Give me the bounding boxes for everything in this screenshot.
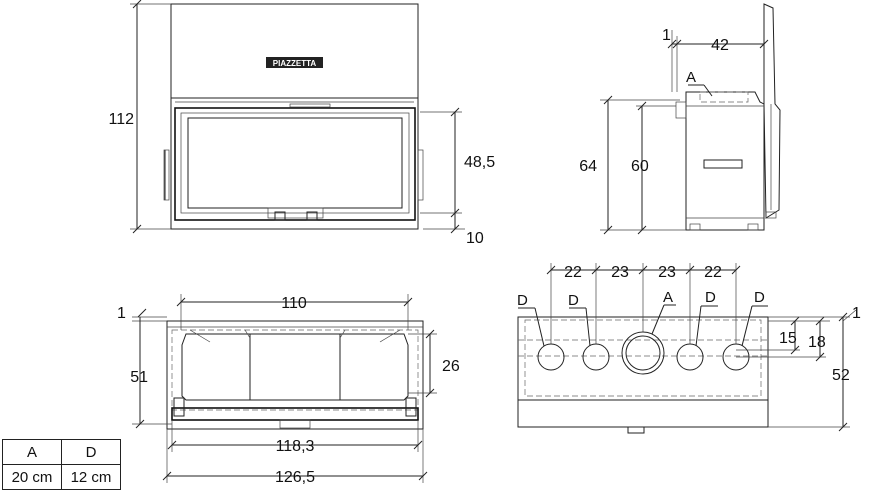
hole-d-3: [676, 343, 704, 371]
dim-side-height-inner: 60: [631, 158, 649, 175]
back-label-d-3: D: [705, 289, 716, 306]
dim-side-gap: 1: [662, 27, 671, 44]
legend-header-d: D: [61, 439, 121, 465]
dim-back-spacing-2: 23: [611, 264, 629, 281]
logo-plate: [266, 57, 323, 68]
dim-front-height: 112: [108, 111, 134, 128]
dim-top-gap: 1: [117, 305, 126, 322]
hole-d-2: [582, 343, 610, 371]
back-label-d-4: D: [754, 289, 765, 306]
dim-side-depth: 42: [711, 37, 729, 54]
legend-value-a: 20 cm: [2, 464, 62, 490]
dim-front-bottom: 10: [466, 230, 484, 247]
dim-top-depth: 51: [130, 369, 148, 386]
dim-top-width-total: 126,5: [275, 469, 315, 486]
dim-back-offset-1: 15: [779, 330, 797, 347]
side-label-a: A: [686, 69, 696, 86]
legend-header-a: A: [2, 439, 62, 465]
dim-top-depth-inner: 26: [442, 358, 460, 375]
legend-table: A D 20 cm 12 cm: [2, 439, 121, 490]
hole-a: [621, 331, 665, 375]
dim-back-gap: 1: [852, 305, 861, 322]
dim-top-width-inner: 110: [281, 295, 307, 312]
logo-text: PIAZZETTA: [273, 59, 317, 68]
back-view: 22 23 23 22 D D A D D 15 18: [517, 263, 861, 434]
dim-back-spacing-1: 22: [564, 264, 582, 281]
back-label-d-1: D: [517, 292, 528, 309]
back-label-a: A: [663, 289, 673, 306]
dim-top-width-mid: 118,3: [276, 438, 315, 455]
legend-header-row: A D: [2, 439, 121, 465]
top-view: 110 1 51 26 118,3 126,5: [117, 294, 460, 486]
side-view: 1 42 A 64 60: [579, 3, 781, 235]
legend-value-d: 12 cm: [61, 464, 121, 490]
front-view: PIAZZETTA 112 48,5 10: [108, 0, 495, 247]
dim-back-spacing-3: 23: [658, 264, 676, 281]
dim-front-glass: 48,5: [464, 154, 495, 171]
back-label-d-2: D: [568, 292, 579, 309]
dim-side-height-outer: 64: [579, 158, 597, 175]
dim-back-height: 52: [832, 367, 850, 384]
hole-d-1: [537, 343, 565, 371]
dim-back-spacing-4: 22: [704, 264, 722, 281]
legend-value-row: 20 cm 12 cm: [2, 464, 121, 490]
dim-back-offset-2: 18: [808, 334, 826, 351]
